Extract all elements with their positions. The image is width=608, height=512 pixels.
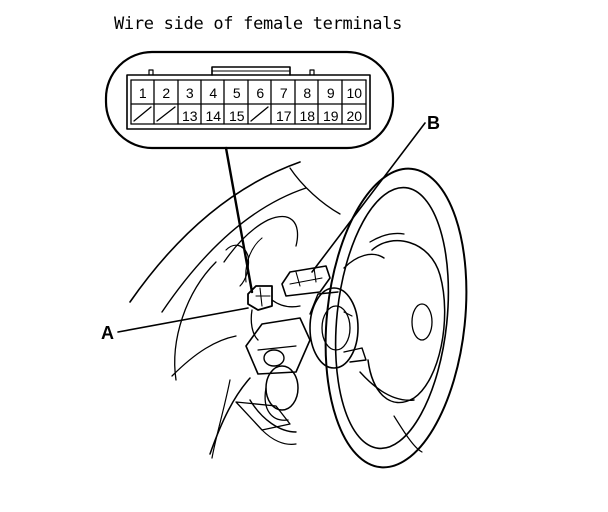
steering-wheel-hub [367, 239, 446, 404]
terminal-1: 1 [139, 85, 147, 101]
column-bracket [235, 401, 291, 431]
terminal-10: 10 [347, 85, 363, 101]
terminal-6: 6 [256, 85, 264, 101]
dash-line-2 [161, 187, 307, 313]
terminal-18: 18 [300, 108, 316, 124]
terminal-2: 2 [162, 85, 170, 101]
hub-emblem [411, 303, 433, 341]
terminal-14: 14 [206, 108, 222, 124]
terminal-5: 5 [233, 85, 241, 101]
terminal-3: 3 [186, 85, 194, 101]
diagram-title: Wire side of female terminals [114, 14, 403, 34]
column-line-1 [209, 377, 251, 455]
reel-tab [343, 347, 367, 363]
connector-a [247, 285, 273, 311]
terminal-7: 7 [280, 85, 288, 101]
leader-b [311, 122, 426, 273]
terminal-13: 13 [182, 108, 198, 124]
connector-cell-grid [130, 79, 367, 125]
terminal-9: 9 [327, 85, 335, 101]
terminal-15: 15 [229, 108, 245, 124]
terminal-17: 17 [276, 108, 292, 124]
connector-bubble [104, 50, 395, 150]
connector-body [126, 74, 371, 130]
dash-line-1 [129, 161, 301, 303]
leader-a [117, 307, 249, 333]
terminal-20: 20 [347, 108, 363, 124]
cable-reel [309, 287, 359, 369]
callout-label-a: A [101, 323, 114, 343]
connector-b [281, 265, 331, 297]
terminal-8: 8 [303, 85, 311, 101]
terminal-4: 4 [209, 85, 217, 101]
switch-housing [245, 317, 311, 375]
terminal-19: 19 [323, 108, 339, 124]
steering-wheel-rim-inner [334, 186, 450, 450]
callout-label-b: B [427, 113, 440, 133]
